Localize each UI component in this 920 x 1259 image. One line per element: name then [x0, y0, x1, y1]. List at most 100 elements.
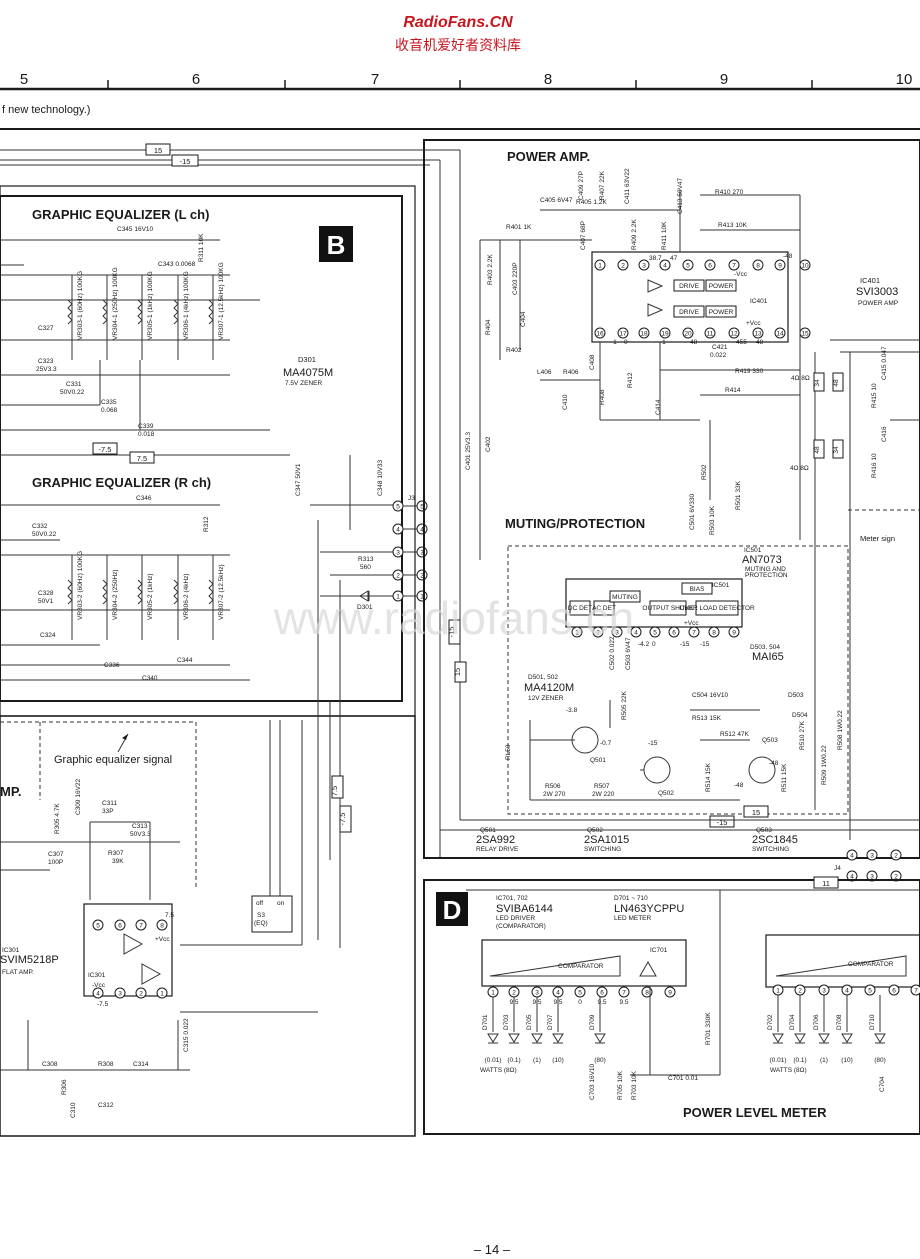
header-note: f new technology.): [2, 104, 90, 116]
ic701-pin: 5: [578, 990, 582, 997]
ic401-vcc-p: +Vcc: [746, 320, 761, 327]
led-icon: D707(10): [547, 997, 564, 1064]
relay-label: RL50: [505, 744, 512, 760]
node-voltage: -4.2: [638, 641, 650, 648]
ic701-pin: 6: [600, 990, 604, 997]
part-label: C308: [42, 1061, 58, 1068]
ic501-desc2: PROTECTION: [745, 572, 788, 579]
ic401-pin: 6: [708, 263, 712, 270]
amp-title: MP.: [0, 784, 21, 799]
part-label: 100P: [48, 859, 63, 866]
led-icon: D708(10): [836, 995, 853, 1064]
watts-value: (0.1): [507, 1057, 520, 1064]
part-label: C407 68P: [580, 221, 587, 250]
q501-small: Q501: [590, 757, 606, 764]
j4-pin: 2: [894, 874, 898, 881]
led-icon: D705(1): [526, 997, 543, 1064]
part-label: R415 10: [871, 383, 878, 408]
watts-label-2: WATTS (8Ω): [770, 1067, 807, 1074]
part-label: R311 10K: [198, 233, 205, 262]
part-label: 2W 270: [543, 791, 566, 798]
j3-pin: 4: [396, 527, 400, 534]
part-label: R502: [701, 464, 708, 480]
rail-label: 11: [822, 879, 830, 888]
ic401-pin: 19: [661, 331, 669, 338]
ic301-v-top: 7.5: [165, 912, 174, 919]
power-level-meter-title: POWER LEVEL METER: [683, 1105, 827, 1120]
q501-desc: RELAY DRIVE: [476, 846, 519, 853]
part-label: 0.018: [138, 431, 155, 438]
ic401-ref: IC401: [860, 276, 880, 285]
ic501-pin: 6: [672, 630, 676, 637]
ic701-desc1: LED DRIVER: [496, 915, 535, 922]
part-label: C335: [101, 399, 117, 406]
watts-value: (10): [841, 1057, 853, 1064]
part-label: R414: [725, 387, 741, 394]
part-label: C401 25V3.3: [465, 432, 472, 470]
part-label: C332: [32, 523, 48, 530]
part-label: C701 0.01: [668, 1075, 698, 1082]
node-voltage: -1: [660, 339, 666, 346]
rail-label: 7.5: [137, 454, 147, 463]
part-label: R410 270: [715, 189, 744, 196]
ic401-pin: 11: [707, 331, 714, 338]
vr-label: VR303-1 (60Hz) 100KG: [77, 271, 84, 340]
watts-label: WATTS (8Ω): [480, 1067, 517, 1074]
ic301-pin: 4: [96, 991, 100, 998]
node-voltage: -15: [648, 740, 658, 747]
zener-desc: 7.5V ZENER: [285, 380, 323, 387]
part-label: R308: [98, 1061, 114, 1068]
ruler-number: 7: [371, 71, 379, 88]
bias-label: BIAS: [690, 586, 705, 593]
vr-label: VR306-2 (4kHz): [183, 573, 190, 620]
ic401-vcc-m: -Vcc: [734, 271, 748, 278]
part-label: R701 330K: [705, 1012, 712, 1045]
led-icon: D701(0.01): [482, 997, 501, 1064]
ruler-number: 10: [896, 71, 913, 88]
part-label: R411 10K: [661, 221, 668, 250]
led-desc: LED METER: [614, 915, 652, 922]
part-label: C410: [562, 394, 569, 410]
ic501-desc1: MUTING AND: [745, 566, 786, 573]
part-label: C309 16V22: [75, 778, 82, 815]
part-label: R703 10K: [631, 1070, 638, 1100]
j3-pin: 2: [396, 573, 400, 580]
top-rails: 15 -15: [0, 143, 461, 858]
ic501-pin: 1: [575, 630, 579, 637]
part-label: 50V3.3: [130, 831, 151, 838]
potentiometer: VR304-2 (250Hz): [102, 555, 119, 640]
part-label: C315 0.022: [183, 1018, 190, 1052]
ic401-pin: 12: [730, 331, 738, 338]
ic702-pin: 1: [776, 988, 780, 995]
led-ref: D701 ~ 710: [614, 895, 648, 902]
part-label: 0.022: [710, 352, 727, 359]
led-icon: D703(0.1): [503, 997, 521, 1064]
part-label: R409 2.2K: [631, 219, 638, 250]
ic401-pin: 4: [663, 263, 667, 270]
part-label: C503 6V47: [625, 637, 632, 670]
part-label: C405 6V47: [540, 197, 573, 204]
node-voltage: -48: [783, 253, 793, 260]
pin-voltage: 9.5: [597, 999, 606, 1006]
power-label: POWER: [709, 283, 734, 290]
part-label: R511 15K: [781, 763, 788, 792]
ic702-pin: 6: [892, 988, 896, 995]
part-label: R413 10K: [718, 222, 748, 229]
potentiometer: VR307-2 (12.5kHz): [208, 555, 225, 640]
part-label: C348 10V33: [377, 459, 384, 496]
vr-label: VR305-2 (1kHz): [147, 573, 154, 620]
ic501-pin: 4: [634, 630, 638, 637]
node-voltage: -3.8: [566, 707, 578, 714]
d503-part: MAI65: [752, 651, 784, 663]
part-label: C403 220P: [512, 262, 519, 295]
part-label: R506: [545, 783, 561, 790]
comparator-label-2: COMPARATOR: [848, 961, 894, 968]
part-label: C414: [655, 399, 662, 415]
potentiometer: VR306-2 (4kHz): [173, 555, 190, 640]
part-label: 50V0.22: [32, 531, 57, 538]
part-label: C345 16V10: [117, 226, 154, 233]
part-label: R419 330: [735, 368, 764, 375]
dc-det-label: DC DET: [568, 605, 592, 612]
node-voltage: -48: [769, 760, 779, 767]
